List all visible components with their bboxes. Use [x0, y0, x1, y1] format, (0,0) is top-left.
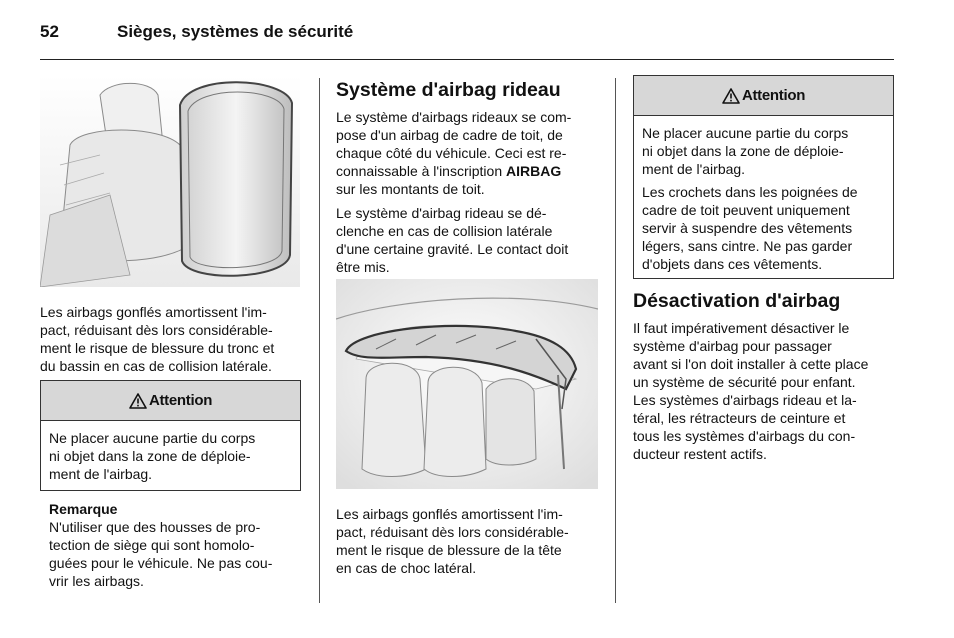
warning-triangle-icon	[129, 392, 147, 409]
curtain-airbag-para2: Le système d'airbag rideau se dé- clench…	[336, 205, 569, 275]
column-divider-2	[615, 78, 616, 603]
attention-header: Attention	[634, 76, 893, 116]
airbag-keyword: AIRBAG	[506, 163, 562, 179]
curtain-airbag-section: Système d'airbag rideau Le système d'air…	[336, 78, 606, 276]
middle-caption: Les airbags gonflés amortissent l'im- pa…	[336, 506, 569, 576]
attention-box-left: Attention Ne placer aucune partie du cor…	[40, 380, 301, 491]
attention-box-right: Attention Ne placer aucune partie du cor…	[633, 75, 894, 279]
warning-triangle-icon	[722, 87, 740, 104]
column-divider-1	[319, 78, 320, 603]
airbag-deactivation-para: Il faut impérativement désactiver le sys…	[633, 320, 869, 462]
header-rule	[40, 59, 894, 60]
para1-text-after: sur les montants de toit.	[336, 181, 485, 197]
curtain-airbag-para1: Le système d'airbags rideaux se com- pos…	[336, 108, 606, 198]
para1-text-before: Le système d'airbags rideaux se com- pos…	[336, 109, 572, 179]
left-caption: Les airbags gonflés amortissent l'im- pa…	[40, 304, 275, 374]
side-airbag-seat-illustration-icon	[39, 75, 300, 288]
remark-title: Remarque	[49, 501, 118, 517]
attention-label: Attention	[741, 87, 806, 104]
remark-text: N'utiliser que des housses de pro- tecti…	[49, 519, 273, 589]
curtain-airbag-illustration	[335, 279, 599, 489]
section-heading-curtain-airbag: Système d'airbag rideau	[336, 79, 561, 101]
attention-text-1: Ne placer aucune partie du corps ni obje…	[642, 125, 849, 177]
side-airbag-illustration	[39, 75, 300, 288]
page-number: 52	[40, 22, 59, 41]
section-heading-airbag-deactivation: Désactivation d'airbag	[633, 290, 841, 312]
attention-body: Ne placer aucune partie du corps ni obje…	[634, 116, 893, 284]
attention-text-2: Les crochets dans les poignées de cadre …	[642, 184, 858, 272]
remark-block: Remarque N'utiliser que des housses de p…	[49, 500, 309, 590]
attention-header: Attention	[41, 381, 300, 421]
attention-label: Attention	[148, 392, 213, 409]
attention-text: Ne placer aucune partie du corps ni obje…	[49, 430, 256, 482]
airbag-deactivation-section: Désactivation d'airbag Il faut impérativ…	[633, 289, 903, 463]
curtain-airbag-interior-illustration-icon	[335, 279, 599, 489]
page-title: Sièges, systèmes de sécurité	[117, 22, 354, 41]
